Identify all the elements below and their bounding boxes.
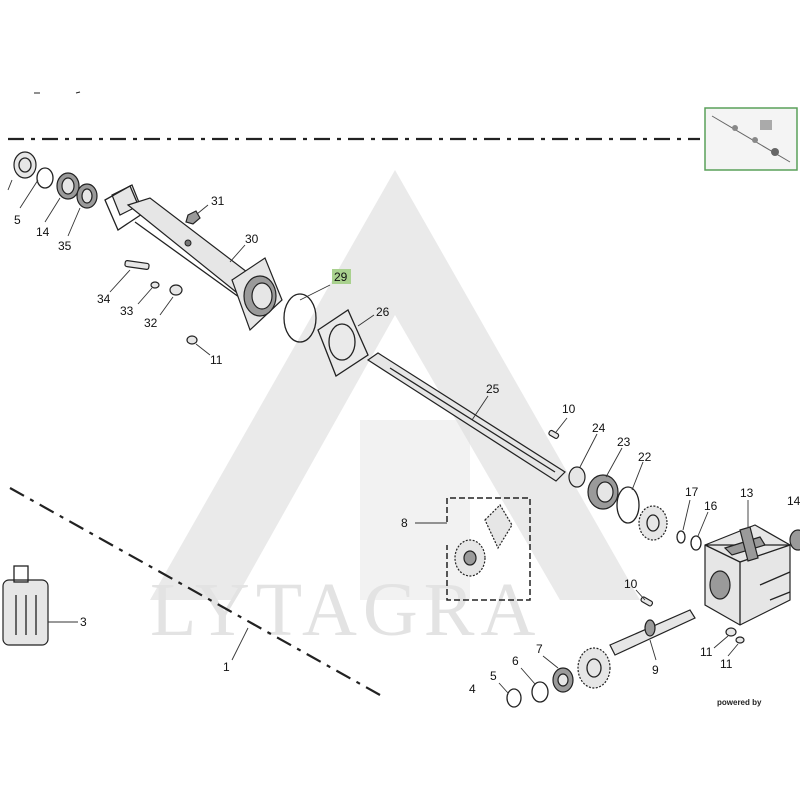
callout-7[interactable]: 7: [536, 642, 543, 656]
callout-11b[interactable]: 11: [700, 645, 713, 659]
callout-3[interactable]: 3: [80, 615, 87, 629]
bearing-parts: [568, 466, 640, 524]
powered-by-text: powered by: [717, 698, 762, 707]
callout-14b[interactable]: 14: [787, 494, 800, 508]
callout-1[interactable]: 1: [223, 660, 230, 674]
callout-16[interactable]: 16: [704, 499, 718, 513]
callout-24[interactable]: 24: [592, 421, 606, 435]
watermark-text: LYTAGRA: [150, 568, 541, 652]
callout-4[interactable]: 4: [469, 682, 476, 696]
centerline-diagonal: [9, 487, 381, 696]
callout-35[interactable]: 35: [58, 239, 72, 253]
callout-25[interactable]: 25: [486, 382, 500, 396]
callout-31[interactable]: 31: [211, 194, 225, 208]
key-10b: [640, 596, 654, 607]
hardware-32: [169, 284, 183, 296]
callout-32[interactable]: 32: [144, 316, 158, 330]
small-gear: [638, 505, 668, 541]
hardware-31: [185, 210, 201, 225]
bottom-band: [0, 712, 800, 800]
overview-thumbnail[interactable]: [704, 107, 798, 171]
watermark: LYTAGRA: [150, 170, 640, 652]
callout-17[interactable]: 17: [685, 485, 699, 499]
callout-22[interactable]: 22: [638, 450, 652, 464]
leader-lines: [19, 179, 749, 694]
callout-13[interactable]: 13: [740, 486, 754, 500]
callout-8[interactable]: 8: [401, 516, 408, 530]
callout-labels: 5 14 35 31 30 34 33 32 11 29 26 25 10 24…: [14, 194, 800, 696]
hardware-33: [150, 281, 160, 289]
callout-33[interactable]: 33: [120, 304, 134, 318]
callout-23[interactable]: 23: [617, 435, 631, 449]
callout-29[interactable]: 29: [334, 270, 348, 284]
callout-30[interactable]: 30: [245, 232, 259, 246]
bevel-gear-set: [446, 497, 531, 601]
callout-26[interactable]: 26: [376, 305, 390, 319]
callout-9[interactable]: 9: [652, 663, 659, 677]
gasket: [317, 309, 369, 377]
callout-5b[interactable]: 5: [490, 669, 497, 683]
callout-11a[interactable]: 11: [210, 353, 223, 367]
o-ring: [283, 293, 317, 343]
callout-6[interactable]: 6: [512, 654, 519, 668]
seal-14b: [789, 529, 800, 551]
gearbox-housing: [704, 524, 791, 626]
ring-17: [676, 530, 686, 544]
seal-parts-left: [7, 151, 98, 209]
key-10a: [548, 429, 560, 439]
callout-10a[interactable]: 10: [562, 402, 576, 416]
edge-mark: [75, 91, 81, 94]
callout-11c[interactable]: 11: [720, 657, 733, 671]
input-shaft: [609, 609, 696, 656]
callout-10b[interactable]: 10: [624, 577, 638, 591]
nut-11c: [735, 636, 745, 644]
callout-14a[interactable]: 14: [36, 225, 50, 239]
callout-34[interactable]: 34: [97, 292, 111, 306]
callout-5a[interactable]: 5: [14, 213, 21, 227]
tube-housing: [104, 184, 283, 332]
oil-can: [2, 565, 49, 646]
nut-11b: [725, 627, 737, 637]
hardware-11a: [186, 335, 198, 345]
bottom-gear-parts: [506, 647, 611, 708]
ring-16: [690, 535, 702, 551]
hardware-34: [124, 260, 150, 270]
highlight-29: [332, 269, 351, 284]
